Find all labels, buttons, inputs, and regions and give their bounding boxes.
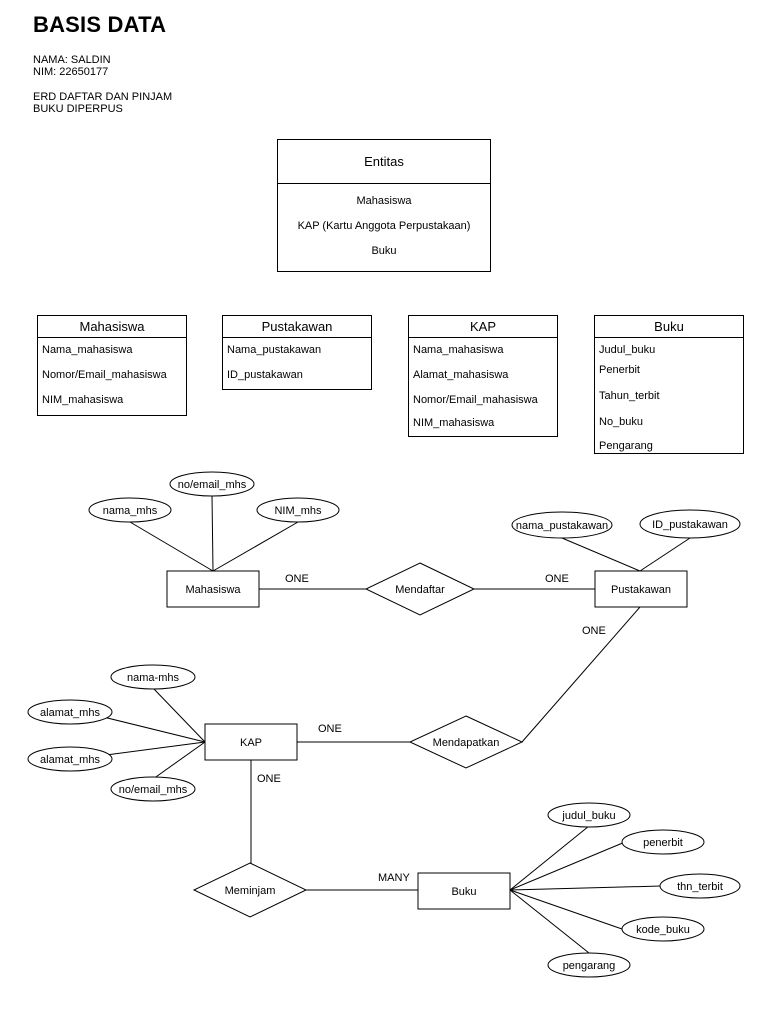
attribute-label: NIM_mhs: [274, 505, 322, 517]
relationship-meminjam: [192, 862, 308, 918]
entity-label: KAP: [240, 737, 262, 749]
page-title: BASIS DATA: [33, 12, 167, 37]
attribute-ellipse: [27, 746, 113, 772]
cardinality-label: ONE: [582, 625, 606, 637]
attribute-label: nama-mhs: [127, 672, 179, 684]
attribute-label: nama_pustakawan: [516, 520, 608, 532]
entitas-item: Mahasiswa: [356, 195, 412, 207]
entity-label: Mahasiswa: [185, 584, 241, 596]
cardinality-label: ONE: [545, 573, 569, 585]
cardinality-label: ONE: [285, 573, 309, 585]
attribute-ellipse: [110, 664, 196, 690]
attribute-label: ID_pustakawan: [652, 519, 728, 531]
name-line: NAMA: SALDIN: [33, 54, 111, 66]
entity-kap: [204, 723, 298, 761]
nim-line: NIM: 22650177: [33, 66, 109, 78]
connector-line: [152, 741, 206, 780]
entitas-box: Entitas Mahasiswa KAP (Kartu Anggota Per…: [277, 139, 491, 272]
attribute-ellipse: [110, 776, 196, 802]
cardinality-label: MANY: [378, 872, 410, 884]
attribute-ellipse: [547, 952, 631, 978]
connector-line: [509, 889, 623, 930]
entity-label: Pustakawan: [611, 584, 671, 596]
entitas-title: Entitas: [278, 140, 490, 184]
relationship-mendaftar: [364, 562, 476, 616]
connector-line: [509, 825, 590, 891]
attribute-ellipse: [511, 511, 613, 539]
connector-line: [639, 537, 691, 572]
attribute-ellipse: [547, 802, 631, 828]
connector-line: [509, 841, 626, 891]
attribute-ellipse: [621, 829, 705, 855]
attribute-label: judul_buku: [561, 810, 615, 822]
attribute-ellipse: [621, 916, 705, 942]
entity-mahasiswa: [166, 570, 260, 608]
connector-line: [152, 687, 206, 743]
table-mahasiswa: Mahasiswa Nama_mahasiswa Nomor/Email_mah…: [37, 315, 187, 416]
connector-line: [129, 521, 214, 572]
attribute-label: alamat_mhs: [40, 707, 100, 719]
table-field: NIM_mahasiswa: [413, 417, 495, 429]
relationship-label: Mendaftar: [395, 584, 445, 596]
description-line-1: ERD DAFTAR DAN PINJAM: [33, 91, 173, 103]
table-field: ID_pustakawan: [227, 369, 303, 381]
table-kap: KAP Nama_mahasiswa Alamat_mahasiswa Nomo…: [408, 315, 558, 437]
connector-line: [561, 537, 641, 572]
connector-line: [509, 889, 590, 954]
description-line-2: BUKU DIPERPUS: [33, 103, 123, 115]
attribute-ellipse: [256, 497, 340, 523]
cardinality-label: ONE: [318, 723, 342, 735]
attribute-ellipse: [639, 509, 741, 539]
attribute-label: pengarang: [563, 960, 616, 972]
relationship-label: Mendapatkan: [433, 737, 500, 749]
table-field: Penerbit: [599, 364, 640, 376]
entitas-item: Buku: [371, 245, 397, 257]
attribute-label: thn_terbit: [677, 881, 723, 893]
table-buku: Buku Judul_buku Penerbit Tahun_terbit No…: [594, 315, 744, 454]
entity-pustakawan: [594, 570, 688, 608]
table-field: Nama_pustakawan: [227, 344, 322, 356]
attribute-ellipse: [27, 699, 113, 725]
attribute-ellipse: [169, 471, 255, 497]
attribute-label: penerbit: [643, 837, 683, 849]
attribute-label: alamat_mhs: [40, 754, 100, 766]
attribute-ellipse: [88, 497, 172, 523]
attribute-label: no/email_mhs: [178, 479, 247, 491]
table-pustakawan: Pustakawan Nama_pustakawan ID_pustakawan: [222, 315, 372, 390]
table-field: Nama_mahasiswa: [413, 344, 504, 356]
table-field: Nama_mahasiswa: [42, 344, 133, 356]
entity-label: Buku: [451, 886, 476, 898]
table-field: Nomor/Email_mahasiswa: [42, 369, 167, 381]
table-field: No_buku: [599, 416, 644, 428]
attribute-label: kode_buku: [636, 924, 690, 936]
connector-line: [521, 606, 641, 743]
table-field: Pengarang: [599, 440, 653, 452]
table-field: Judul_buku: [599, 344, 656, 356]
table-field: Tahun_terbit: [599, 390, 660, 402]
table-field: NIM_mahasiswa: [42, 394, 124, 406]
connector-line: [212, 521, 299, 572]
table-field: Alamat_mahasiswa: [413, 369, 509, 381]
connector-line: [211, 494, 214, 572]
connector-line: [509, 885, 662, 891]
table-title: Pustakawan: [223, 316, 371, 338]
attribute-label: nama_mhs: [103, 505, 158, 517]
entity-buku: [417, 872, 511, 910]
relationship-mendapatkan: [408, 715, 524, 769]
table-title: Buku: [595, 316, 743, 338]
relationship-label: Meminjam: [225, 885, 276, 897]
entitas-item: KAP (Kartu Anggota Perpustakaan): [297, 220, 471, 232]
cardinality-label: ONE: [257, 773, 281, 785]
table-title: KAP: [409, 316, 557, 338]
table-field: Nomor/Email_mahasiswa: [413, 394, 538, 406]
table-title: Mahasiswa: [38, 316, 186, 338]
attribute-label: no/email_mhs: [119, 784, 188, 796]
attribute-ellipse: [659, 873, 741, 899]
